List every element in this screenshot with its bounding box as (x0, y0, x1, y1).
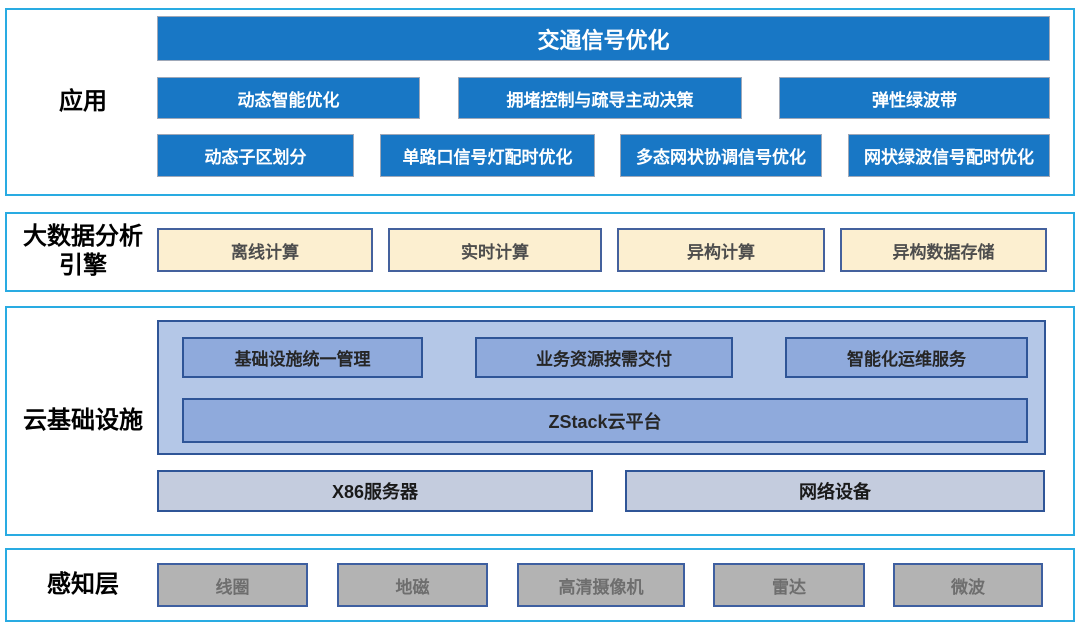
app-box: 动态子区划分 (157, 134, 354, 177)
perception-box: 高清摄像机 (517, 563, 685, 607)
cloud-platform-container: 基础设施统一管理 业务资源按需交付 智能化运维服务 ZStack云平台 (157, 320, 1046, 455)
perception-box: 地磁 (337, 563, 488, 607)
layer-label-cloud: 云基础设施 (7, 308, 159, 534)
perception-box: 雷达 (713, 563, 865, 607)
cloud-service-box: 业务资源按需交付 (475, 337, 733, 378)
perception-box: 线圈 (157, 563, 308, 607)
bigdata-box: 实时计算 (388, 228, 602, 272)
hardware-box: X86服务器 (157, 470, 593, 512)
bigdata-box: 离线计算 (157, 228, 373, 272)
layer-section-bigdata: 大数据分析 引擎 离线计算 实时计算 异构计算 异构数据存储 (5, 212, 1075, 292)
layer-label-bigdata-line2: 引擎 (59, 252, 107, 279)
app-box: 弹性绿波带 (779, 77, 1050, 119)
app-box: 网状绿波信号配时优化 (848, 134, 1050, 177)
perception-box: 微波 (893, 563, 1043, 607)
layer-label-perception: 感知层 (7, 550, 159, 620)
layer-section-perception: 感知层 线圈 地磁 高清摄像机 雷达 微波 (5, 548, 1075, 622)
zstack-platform-box: ZStack云平台 (182, 398, 1028, 443)
hardware-box: 网络设备 (625, 470, 1045, 512)
layer-label-bigdata: 大数据分析 引擎 (7, 214, 159, 290)
layer-label-app: 应用 (7, 10, 159, 194)
app-box: 单路口信号灯配时优化 (380, 134, 595, 177)
cloud-service-box: 智能化运维服务 (785, 337, 1028, 378)
app-title-box: 交通信号优化 (157, 16, 1050, 61)
app-box: 多态网状协调信号优化 (620, 134, 822, 177)
bigdata-box: 异构数据存储 (840, 228, 1047, 272)
layer-label-cloud-text: 云基础设施 (23, 406, 143, 434)
app-box: 动态智能优化 (157, 77, 420, 119)
bigdata-box: 异构计算 (617, 228, 825, 272)
layer-label-bigdata-line1: 大数据分析 (23, 223, 143, 251)
cloud-service-box: 基础设施统一管理 (182, 337, 423, 378)
layer-label-app-text: 应用 (59, 87, 107, 115)
layer-section-app: 应用 交通信号优化 动态智能优化 拥堵控制与疏导主动决策 弹性绿波带 动态子区划… (5, 8, 1075, 196)
app-box: 拥堵控制与疏导主动决策 (458, 77, 742, 119)
layer-label-perception-text: 感知层 (47, 570, 119, 598)
layer-section-cloud: 云基础设施 基础设施统一管理 业务资源按需交付 智能化运维服务 ZStack云平… (5, 306, 1075, 536)
